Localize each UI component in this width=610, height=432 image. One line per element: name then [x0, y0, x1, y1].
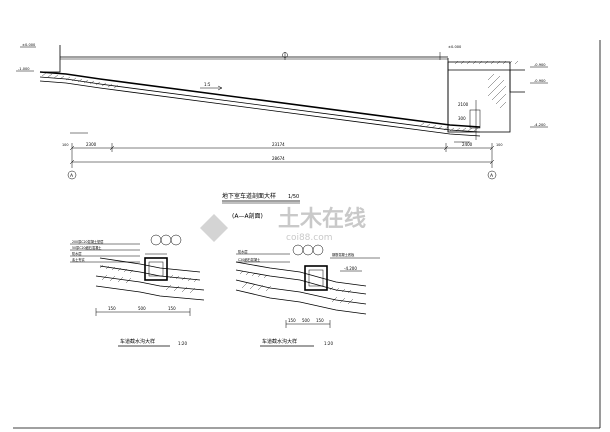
detail-left-dim-3: 150 [168, 306, 176, 311]
axis-mark-right: A [490, 173, 494, 179]
detail-right-scale: 1:20 [324, 341, 333, 346]
dim-height-a: 2100 [458, 102, 469, 107]
detail-right-dim-3: 150 [316, 318, 324, 323]
detail-left-note-3: 防水层 [72, 251, 82, 256]
elev-left-top: ±0.000 [22, 43, 36, 47]
watermark-brand: 土木在线 [278, 206, 366, 232]
main-scale: 1/50 [288, 194, 299, 200]
elev-right-mid2: -0.900 [534, 79, 546, 83]
dim-height-b: 300 [458, 116, 466, 121]
detail-left-note-4: 素土夯实 [72, 257, 85, 262]
detail-right-dim-1: 150 [288, 318, 296, 323]
detail-left-note-1: 200厚C20混凝土垫层 [72, 239, 104, 244]
trench-right [304, 265, 328, 291]
main-title: 地下室车道剖面大样 [222, 192, 276, 200]
detail-left-scale: 1:20 [178, 341, 187, 346]
axis-mark-left: A [70, 173, 74, 179]
detail-left: 200厚C20混凝土垫层 50厚C20细石混凝土 防水层 素土夯实 150 50… [70, 234, 205, 347]
detail-right-title: 车道截水沟大样 [262, 338, 297, 345]
elev-right-bot: -4.200 [534, 123, 546, 127]
ramp-section: 1:5 2100 300 ±0.000 -1.000 ±0.000 -0.900… [16, 43, 548, 180]
left-wall [44, 45, 61, 73]
dim-total: 28674 [272, 156, 285, 161]
dim-left: 2300 [86, 142, 97, 147]
detail-left-dim-2: 500 [138, 306, 146, 311]
right-beam [509, 70, 525, 93]
watermark-url: coi88.com [286, 233, 333, 243]
detail-left-dim-1: 150 [108, 306, 116, 311]
axis-bubble-left [67, 170, 77, 180]
right-structure [447, 61, 511, 133]
detail-right-note-1: 防水层 [238, 249, 248, 254]
axis-bubble-right [487, 170, 497, 180]
dim-right: 2400 [462, 142, 473, 147]
section-aa-label: (A—A剖面) [232, 212, 263, 220]
detail-right-dim-2: 500 [302, 318, 310, 323]
detail-right: 防水层 C20细石混凝土 钢筋混凝土底板 -4.200 150 500 150 … [235, 244, 380, 347]
elev-right-top: ±0.000 [448, 45, 462, 49]
elev-right-mid: -0.900 [534, 63, 546, 67]
dim-edge-left: 100 [62, 143, 68, 147]
dim-edge-right: 100 [496, 143, 502, 147]
detail-right-note-3: 钢筋混凝土底板 [332, 252, 355, 257]
detail-left-note-2: 50厚C20细石混凝土 [72, 245, 102, 250]
watermark: 土木在线 coi88.com [200, 206, 366, 243]
watermark-logo-icon [200, 214, 228, 242]
elev-left-mid: -1.000 [18, 67, 30, 71]
ramp-slab-top [39, 71, 481, 128]
detail-right-note-2: C20细石混凝土 [238, 257, 261, 262]
dim-middle: 23174 [272, 142, 285, 147]
slope-label: 1:5 [204, 82, 211, 87]
trench-left [144, 257, 168, 281]
detail-left-title: 车道截水沟大样 [120, 338, 155, 345]
detail-right-elev: -4.200 [344, 266, 357, 271]
